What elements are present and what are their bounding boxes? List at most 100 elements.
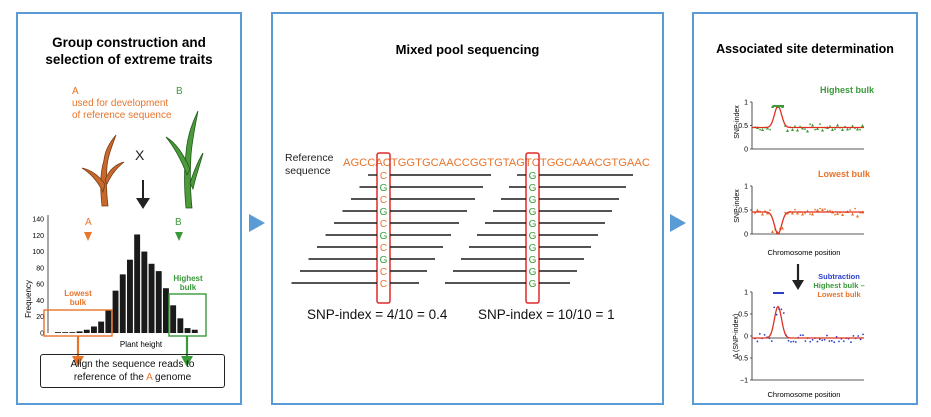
parent-a-plant-icon: [81, 134, 125, 207]
ref-snp-1: C: [383, 157, 391, 169]
delta-data-point: [768, 337, 771, 340]
top-data-point: •: [839, 126, 841, 132]
histogram-bar: [170, 305, 177, 333]
top-data-point: ▴: [786, 128, 789, 134]
snp-base-col1: G: [380, 231, 388, 242]
top-data-point: ▴: [826, 125, 829, 131]
plot-ytick: 0.5: [738, 208, 748, 215]
mid-data-point: ▴: [796, 210, 799, 216]
snp-base-col2: G: [529, 219, 537, 230]
delta-data-point: [775, 313, 778, 316]
mid-data-point: ▴: [821, 207, 824, 213]
panel3-title: Associated site determination: [716, 42, 894, 56]
snp-base-col1: C: [380, 195, 387, 206]
delta-data-point: [852, 334, 855, 337]
mid-data-point: ▴: [771, 229, 774, 235]
top-data-point: ▴: [831, 127, 834, 133]
snp-base-col2: G: [529, 231, 537, 242]
snp-base-col2: G: [529, 243, 537, 254]
sequencing-reads-diagram: Reference sequence AGCCACTGGTGCAACCGGTGT…: [285, 152, 650, 304]
mid-data-point: •: [774, 228, 776, 234]
histogram-bar: [105, 310, 112, 333]
histogram-bar: [177, 318, 184, 333]
mid-data-point: ▴: [841, 212, 844, 218]
delta-data-point: [826, 334, 828, 337]
highest-bulk-label-line2: bulk: [180, 283, 197, 292]
mid-data-point: •: [789, 210, 791, 216]
mid-data-point: •: [839, 211, 841, 217]
snp-base-col2: G: [529, 255, 537, 266]
mid-data-point: ▴: [836, 211, 839, 217]
snp-base-col2: G: [529, 183, 537, 194]
delta-data-point: [833, 341, 836, 344]
histogram-xlabel: Plant height: [120, 340, 163, 349]
top-trend-line: [752, 105, 864, 129]
plot-ytick: 0: [744, 232, 748, 239]
snp-index-1: SNP-index = 4/10 = 0.4: [307, 307, 448, 322]
histogram-bar: [141, 251, 148, 333]
histogram-ytick: 100: [32, 249, 44, 256]
histogram-bar: [191, 329, 198, 333]
delta-data-point: [838, 340, 840, 343]
panel1-title-line2: selection of extreme traits: [45, 52, 213, 67]
top-data-point: ▴: [791, 127, 794, 133]
delta-data-point: [773, 306, 776, 309]
histogram-bar: [91, 326, 97, 333]
top-data-point: ▴: [841, 127, 844, 133]
top-data-point: ▴: [811, 122, 814, 128]
top-data-point: •: [849, 128, 851, 134]
parent-a-label: A: [72, 86, 79, 97]
lowest-bulk-label-line1: Lowest: [64, 289, 92, 298]
delta-data-point: [790, 340, 792, 343]
snp-base-col2: G: [529, 195, 537, 206]
top-data-point: •: [754, 126, 756, 132]
mid-data-point: •: [819, 207, 821, 213]
cross-symbol: X: [135, 147, 145, 163]
plot-ytick: 0: [744, 147, 748, 154]
delta-data-point: [763, 333, 766, 336]
snp-base-col2: G: [529, 171, 537, 182]
top-data-point: ▴: [801, 126, 804, 132]
mid-data-point: •: [794, 208, 796, 214]
histogram-bar: [119, 274, 126, 333]
top-data-point: •: [824, 126, 826, 132]
top-data-point: •: [819, 123, 821, 129]
mid-data-point: ▴: [781, 226, 784, 232]
delta-data-point: [830, 339, 833, 342]
mid-data-point: •: [814, 208, 816, 214]
snp-base-col1: C: [380, 219, 387, 230]
marker-a-label: A: [85, 217, 92, 228]
histogram-bar: [134, 234, 141, 333]
top-data-point: •: [809, 123, 811, 129]
mid-data-point: •: [834, 213, 836, 219]
snp-base-col2: G: [529, 279, 537, 290]
plot-ytick: 1: [744, 100, 748, 107]
top-data-point: •: [859, 128, 861, 134]
snp-base-col1: G: [380, 207, 388, 218]
mid-data-point: ▴: [776, 230, 779, 236]
top-data-point: ▴: [796, 128, 799, 134]
top-data-point: •: [789, 126, 791, 132]
histogram-bar: [112, 290, 119, 333]
mid-plot-ylabel: SNP-index: [734, 189, 741, 223]
parent-b-label: B: [176, 86, 183, 97]
top-data-point: •: [814, 128, 816, 134]
delta-data-point: [821, 339, 824, 342]
delta-data-point: [809, 340, 812, 343]
histogram-ylabel: Frequency: [24, 280, 33, 318]
panel2-title: Mixed pool sequencing: [395, 42, 540, 57]
delta-data-point: [816, 340, 819, 343]
snp-base-col1: C: [380, 171, 387, 182]
align-text-line2: reference of the A genome: [73, 372, 192, 383]
mid-data-point: •: [754, 212, 756, 218]
mid-trend-line: [752, 211, 864, 235]
align-genome-a: A: [146, 372, 153, 383]
delta-data-point: [804, 340, 807, 342]
snp-base-col1: C: [380, 279, 387, 290]
delta-data-point: [828, 340, 831, 342]
plot-ytick: 1: [744, 184, 748, 191]
mid-data-point: •: [769, 208, 771, 214]
panel-group-construction: Group construction and selection of extr…: [16, 12, 242, 405]
flow-arrow-1-icon: [249, 214, 265, 232]
top-data-point: ▴: [856, 126, 859, 132]
